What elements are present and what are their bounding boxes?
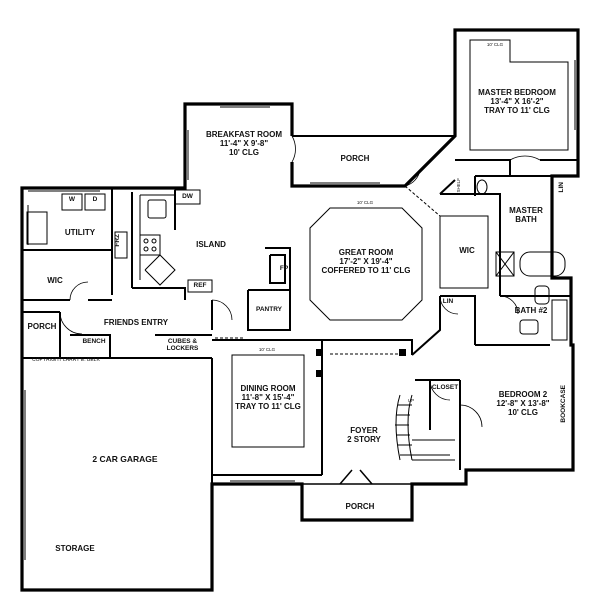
breakfast-room-ceiling: 10' CLG (229, 148, 259, 158)
refrigerator: REF (193, 282, 207, 289)
columns[interactable] (316, 349, 406, 377)
cubes-lockers-label: CUBES & LOCKERS (155, 338, 210, 353)
master-lin-label: LIN (558, 182, 572, 192)
bath2-name: BATH #2 (514, 306, 548, 315)
copyright: COPYRIGHT LARRY E. BELK (32, 357, 100, 363)
great-room-ceiling: COFFERED TO 11' CLG (321, 266, 411, 276)
rear-porch-name: PORCH (340, 154, 370, 163)
master-bath-label: MASTER BATH (500, 206, 552, 224)
shelf-text: SHELF (456, 178, 461, 193)
bath-fixtures (476, 179, 568, 341)
bench-label: BENCH (78, 338, 110, 345)
dining-room-label: DINING ROOM 11'-8" X 15'-4" TRAY TO 11' … (218, 384, 318, 412)
dining-room-name: DINING ROOM (240, 384, 296, 393)
master-bedroom-label: MASTER BEDROOM 13'-4" X 16'-2" TRAY TO 1… (467, 88, 567, 116)
breakfast-room-name: BREAKFAST ROOM (206, 130, 282, 139)
wic-lin: LIN (442, 298, 454, 305)
garage-label: 2 CAR GARAGE (70, 454, 180, 465)
wic-master-label: WIC (452, 246, 482, 255)
fireplace: FP (279, 265, 289, 272)
dining-room-ceiling: TRAY TO 11' CLG (235, 402, 301, 412)
freezer-label: FRZ (114, 234, 128, 247)
great-room-dims: 17'-2" X 19'-4" (339, 257, 393, 267)
utility-name: UTILITY (64, 228, 96, 237)
dining-clg-note-text: 10' CLG (258, 347, 276, 352)
utility-label: UTILITY (55, 228, 105, 237)
side-porch-label: PORCH (24, 322, 60, 331)
storage-name: STORAGE (55, 544, 95, 553)
master-clg-note-text: 10' CLG (486, 42, 504, 47)
washer: W (68, 196, 76, 203)
bookcase: BOOKCASE (560, 385, 567, 423)
dryer-label: D (85, 196, 105, 203)
cubes: CUBES & (167, 338, 198, 345)
kitchen-counters (139, 189, 213, 293)
foyer-label: FOYER 2 STORY (334, 426, 394, 444)
refrigerator-label: REF (188, 282, 212, 289)
bedroom2-ceiling: 10' CLG (508, 408, 538, 418)
great-room-clg-note: 10' CLG (350, 200, 380, 205)
storage-label: STORAGE (40, 544, 110, 553)
master-bedroom-dims: 13'-4" X 16'-2" (490, 97, 544, 107)
bedroom2-label: BEDROOM 2 12'-8" X 13'-8" 10' CLG (478, 390, 568, 418)
front-porch (301, 469, 413, 521)
shelf-label: SHELF (456, 178, 466, 193)
closet-name: CLOSET (431, 384, 459, 391)
wic-lin-label: LIN (440, 298, 456, 305)
wic-left-label: WIC (40, 276, 70, 285)
great-room-name: GREAT ROOM (338, 248, 394, 257)
door-swings (59, 135, 541, 428)
master-clg-note: 10' CLG (480, 42, 510, 47)
wic-left-name: WIC (47, 276, 63, 285)
foyer-sub: 2 STORY (347, 435, 381, 445)
bedroom2-name: BEDROOM 2 (498, 390, 548, 399)
front-porch-name: PORCH (345, 502, 375, 511)
friends-entry-name: FRIENDS ENTRY (103, 318, 169, 327)
fireplace-label: FP (276, 265, 292, 272)
closet-label: CLOSET (428, 384, 462, 391)
bedroom2-dims: 12'-8" X 13'-8" (496, 399, 550, 409)
lockers: LOCKERS (166, 345, 199, 353)
washer-label: W (62, 196, 82, 203)
friends-entry-label: FRIENDS ENTRY (76, 318, 196, 327)
wic-master-name: WIC (459, 246, 475, 255)
dining-room-dims: 11'-8" X 15'-4" (241, 393, 295, 403)
windows (21, 60, 579, 560)
bookcase-label: BOOKCASE (560, 385, 572, 423)
side-porch-name: PORCH (27, 322, 57, 331)
rear-porch-label: PORCH (320, 154, 390, 163)
dishwasher-label: DW (175, 193, 200, 200)
dishwasher: DW (182, 193, 193, 200)
dining-clg-note: 10' CLG (252, 347, 282, 352)
master-bath-name2: BATH (515, 215, 537, 225)
dryer: D (92, 196, 98, 203)
garage-name: 2 CAR GARAGE (92, 454, 158, 464)
great-room-label: GREAT ROOM 17'-2" X 19'-4" COFFERED TO 1… (312, 248, 420, 276)
bench: BENCH (82, 338, 106, 345)
island-name: ISLAND (196, 240, 226, 249)
stair-up: UP (407, 398, 415, 403)
master-bath-name: MASTER (509, 206, 543, 215)
copyright-text: COPYRIGHT LARRY E. BELK (32, 357, 100, 364)
utility-fixtures (26, 193, 128, 259)
stair-up-label: UP (404, 398, 418, 403)
master-lin: LIN (558, 182, 565, 193)
ceiling-outlines (231, 39, 569, 448)
stairs (395, 394, 455, 461)
dashed-openings (215, 135, 441, 355)
master-bedroom-name: MASTER BEDROOM (478, 88, 556, 97)
island-label: ISLAND (186, 240, 236, 249)
freezer: FRZ (114, 234, 121, 247)
great-room-clg-note-text: 10' CLG (356, 200, 374, 205)
pantry-name: PANTRY (256, 306, 282, 313)
breakfast-room-label: BREAKFAST ROOM 11'-4" X 9'-8" 10' CLG (196, 130, 292, 158)
breakfast-room-dims: 11'-4" X 9'-8" (219, 139, 269, 149)
pantry-label: PANTRY (248, 306, 290, 313)
foyer-name: FOYER (350, 426, 378, 435)
front-porch-label: PORCH (330, 502, 390, 511)
bath2-label: BATH #2 (506, 306, 556, 315)
master-bedroom-ceiling: TRAY TO 11' CLG (484, 106, 550, 116)
